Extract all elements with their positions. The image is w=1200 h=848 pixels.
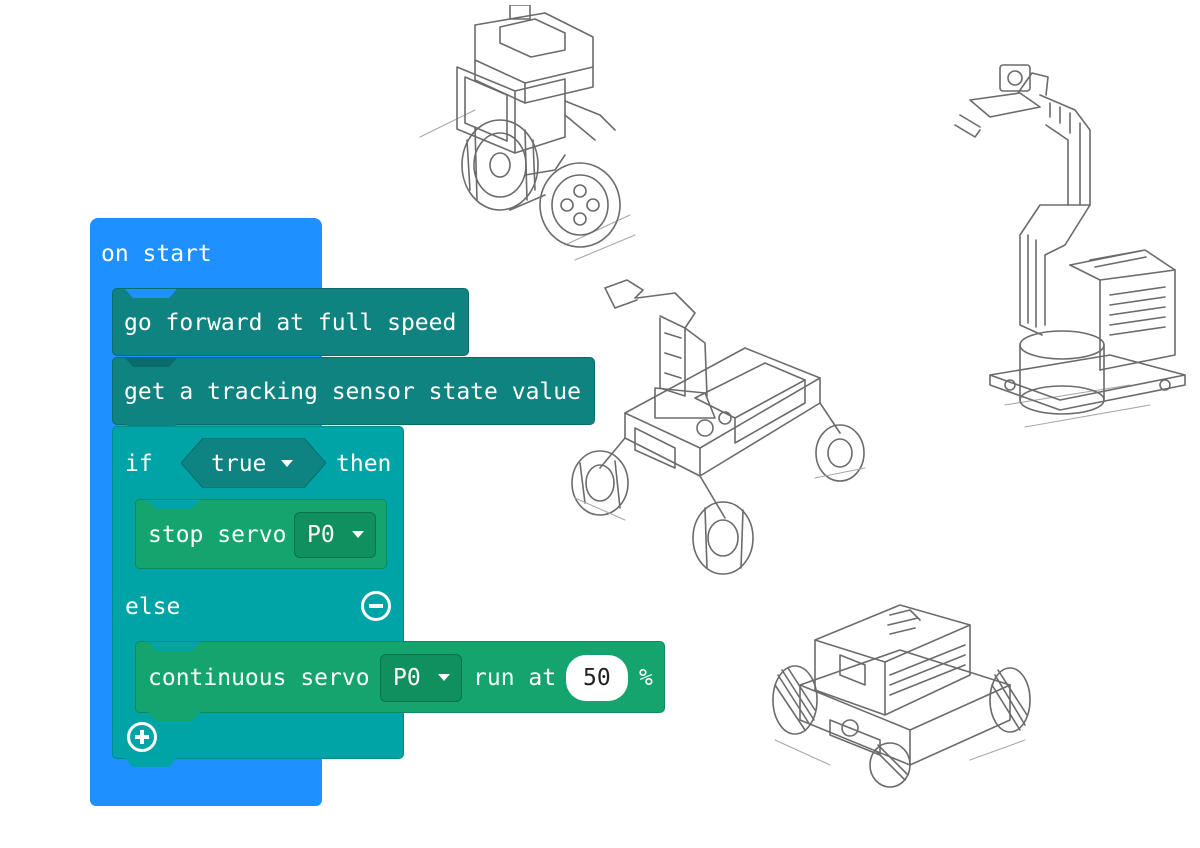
- continuous-servo-label: continuous servo: [148, 665, 370, 691]
- plus-circle-icon[interactable]: [127, 722, 157, 752]
- on-start-label: on start: [101, 241, 212, 267]
- block-notch-icon: [125, 758, 177, 767]
- caret-down-icon: [352, 531, 364, 538]
- run-at-label: run at: [473, 665, 557, 691]
- minus-circle-icon[interactable]: [361, 591, 391, 621]
- block-notch-icon: [148, 500, 200, 509]
- tracking-sensor-block[interactable]: get a tracking sensor state value: [112, 357, 595, 433]
- true-caret-icon: [281, 460, 293, 467]
- block-notch-icon: [125, 358, 177, 367]
- go-forward-label: go forward at full speed: [124, 310, 457, 336]
- else-keyword: else: [125, 594, 181, 620]
- stop-servo-pin-value: P0: [307, 522, 335, 548]
- block-notch-icon: [125, 289, 177, 298]
- tracked-robot-illustration: [415, 5, 640, 265]
- block-notch-icon: [148, 712, 200, 721]
- if-keyword: if: [125, 451, 153, 477]
- speed-number-input[interactable]: 50: [566, 655, 628, 701]
- stop-servo-block[interactable]: stop servo P0: [135, 499, 387, 569]
- true-value: true: [211, 451, 267, 477]
- rover-arm-illustration: [565, 268, 885, 583]
- caret-down-icon: [438, 674, 450, 681]
- robotic-arm-illustration: [950, 55, 1190, 435]
- tracking-sensor-label: get a tracking sensor state value: [124, 379, 581, 405]
- continuous-servo-pin-value: P0: [393, 665, 421, 691]
- true-boolean-shape: [181, 438, 326, 488]
- block-notch-icon: [148, 642, 200, 651]
- go-forward-block[interactable]: go forward at full speed: [112, 288, 469, 356]
- speed-value: 50: [583, 665, 611, 691]
- stop-servo-pin-dropdown[interactable]: P0: [294, 512, 376, 558]
- continuous-servo-block[interactable]: continuous servo P0 run at 50 %: [135, 641, 665, 721]
- then-keyword: then: [336, 451, 392, 477]
- true-dropdown[interactable]: true: [211, 453, 266, 476]
- mecanum-robot-illustration: [770, 590, 1035, 790]
- percent-sign: %: [639, 665, 653, 691]
- stop-servo-label: stop servo: [148, 522, 287, 548]
- continuous-servo-pin-dropdown[interactable]: P0: [380, 654, 462, 702]
